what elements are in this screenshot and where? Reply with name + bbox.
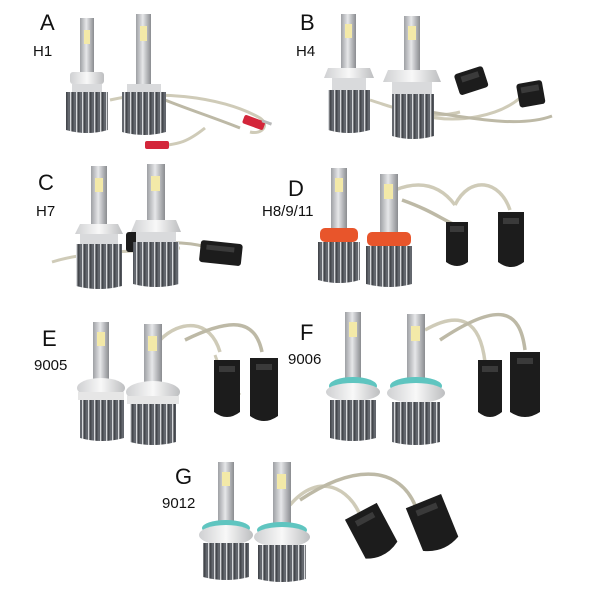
- panel-a-letter: A: [40, 10, 55, 35]
- panel-d-letter: D: [288, 176, 304, 201]
- panel-f-bulbs: [326, 312, 540, 445]
- panel-d-bulbs: [318, 168, 524, 287]
- panel-b-model: H4: [296, 43, 316, 60]
- panel-e-letter: E: [42, 326, 57, 351]
- panel-a-model: H1: [33, 43, 53, 60]
- panel-d-model: H8/9/11: [262, 203, 314, 220]
- panel-a-bulbs: [66, 14, 273, 149]
- panel-f-model: 9006: [288, 351, 322, 368]
- panel-e-bulbs: [77, 322, 278, 445]
- panel-c-model: H7: [36, 203, 56, 220]
- panel-b-letter: B: [300, 10, 315, 35]
- panel-f-letter: F: [300, 320, 314, 345]
- panel-g-model: 9012: [162, 495, 196, 512]
- panel-e-model: 9005: [34, 357, 68, 374]
- panel-g-letter: G: [175, 464, 193, 489]
- panel-c-bulbs: [51, 164, 243, 289]
- panel-g-bulbs: [199, 462, 459, 582]
- panel-b-bulbs: [324, 14, 553, 139]
- panel-c-letter: C: [38, 170, 54, 195]
